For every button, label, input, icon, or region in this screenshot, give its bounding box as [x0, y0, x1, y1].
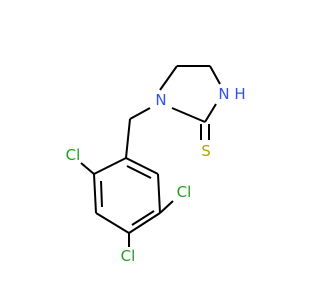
bond-ar5-cl	[159, 200, 174, 214]
bond-aromatic-inner-1	[100, 180, 103, 208]
atom-label-cl-ortho: Cl	[66, 146, 81, 164]
bond-ar2-ar3	[93, 173, 97, 214]
bond-ar5-ar6	[157, 173, 161, 214]
bond-ar1-ar2	[93, 157, 127, 175]
bond-aromatic-inner-3	[126, 165, 152, 179]
bond-aromatic-inner-2	[131, 210, 155, 226]
atom-label-n1: N	[155, 91, 166, 109]
atom-label-h: H	[234, 85, 245, 103]
bond-n1-ch2	[129, 107, 151, 120]
bond-c2-n1	[171, 107, 206, 123]
bond-ar4-ar5	[128, 212, 161, 234]
bond-nh-c2	[204, 103, 217, 123]
bond-c5-nh	[209, 65, 221, 85]
molecule-diagram: N N H S Cl Cl Cl	[66, 65, 246, 265]
bond-ar2-cl	[80, 162, 95, 175]
bond-n1-c4	[159, 65, 178, 91]
bond-ch2-ring	[125, 118, 131, 159]
atom-label-nh: N	[218, 85, 229, 103]
bond-lines	[80, 65, 221, 247]
atom-labels: N N H S Cl Cl Cl	[66, 85, 246, 265]
atom-label-cl-meta: Cl	[177, 183, 192, 201]
atom-label-s: S	[201, 142, 211, 160]
bond-ar3-ar4	[95, 212, 130, 234]
atom-label-cl-para: Cl	[121, 247, 136, 265]
bond-ar6-ar1	[125, 157, 159, 175]
